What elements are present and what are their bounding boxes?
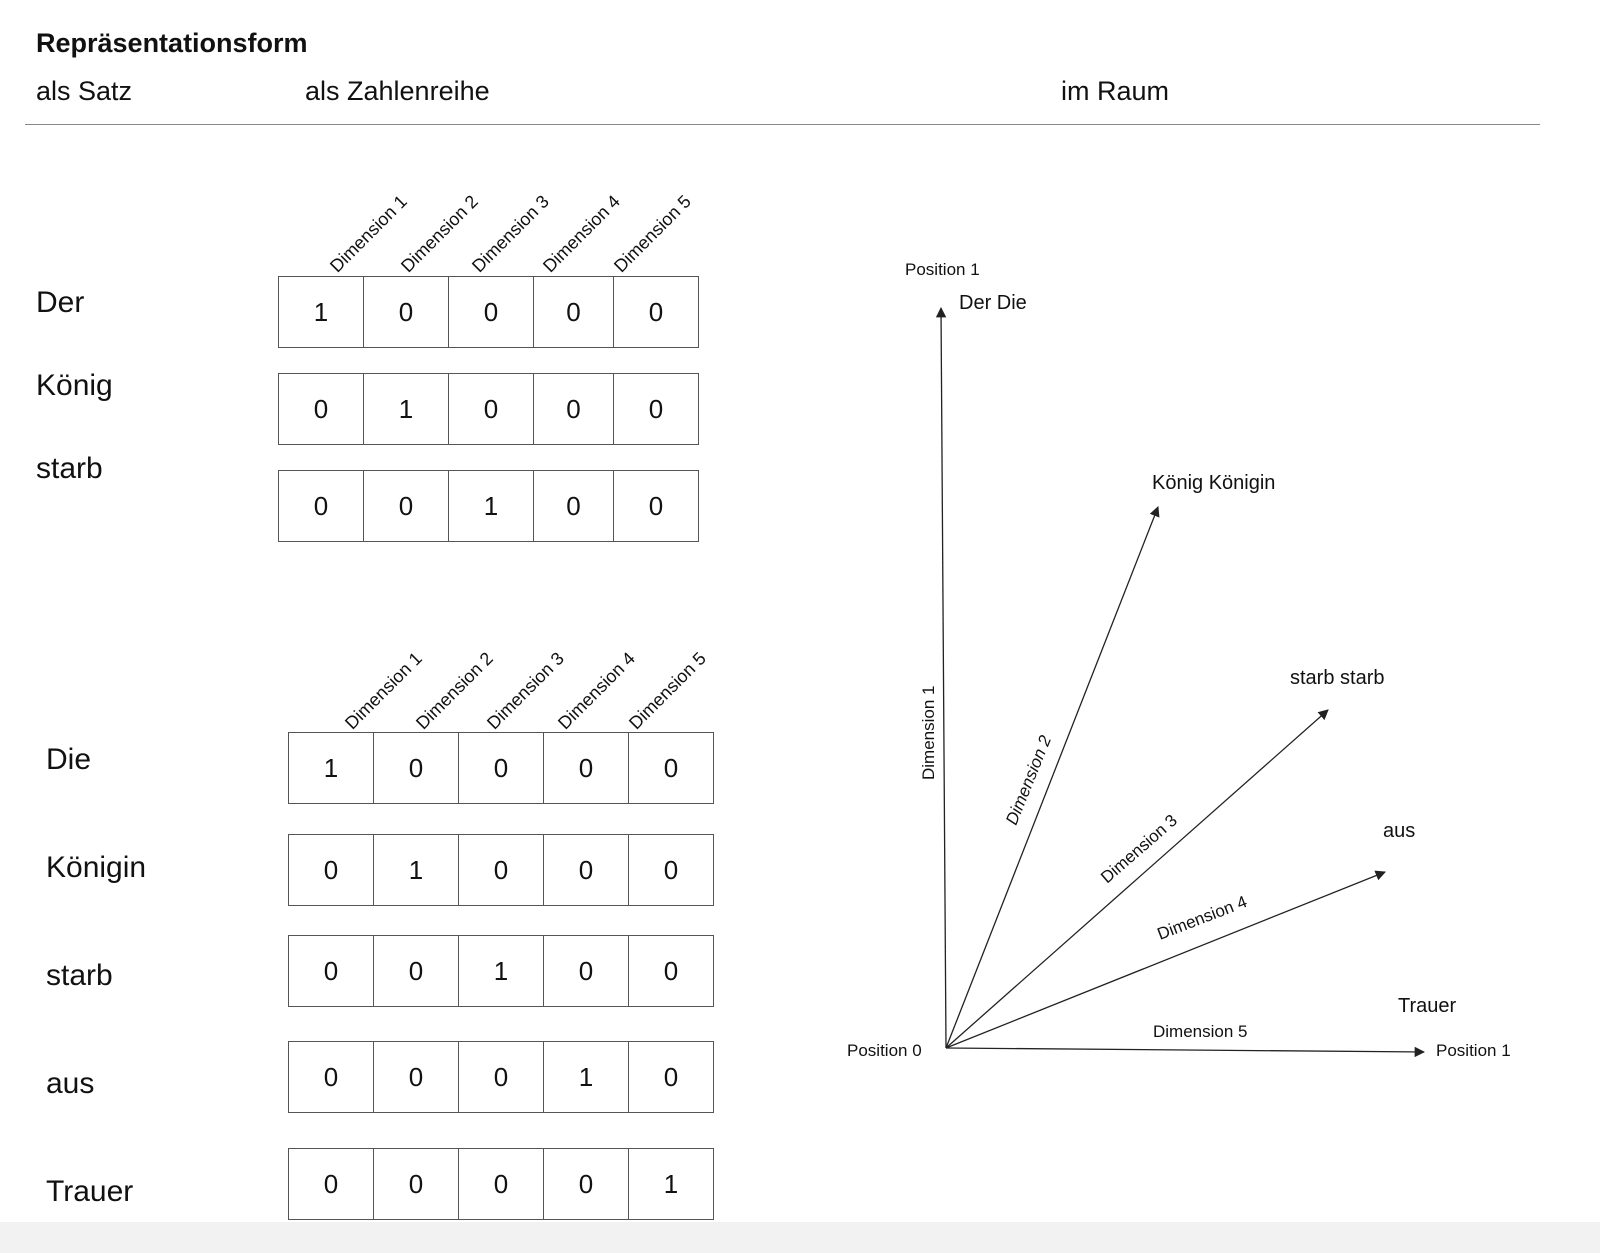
vector-cell: 0 bbox=[628, 1041, 714, 1113]
vector-cell: 0 bbox=[373, 1041, 459, 1113]
vector-cell: 0 bbox=[373, 1148, 459, 1220]
vector-cell: 1 bbox=[628, 1148, 714, 1220]
vector-arrow-dim1 bbox=[935, 306, 947, 1049]
vector-cell: 0 bbox=[373, 732, 459, 804]
word-label: König bbox=[36, 369, 113, 402]
vector-cell: 0 bbox=[628, 935, 714, 1007]
vector-cell: 0 bbox=[278, 373, 364, 445]
vector-cell: 0 bbox=[613, 373, 699, 445]
vector-cell: 0 bbox=[373, 935, 459, 1007]
vector-cell: 0 bbox=[448, 373, 534, 445]
vector-cell: 0 bbox=[628, 834, 714, 906]
word-label: Königin bbox=[46, 851, 147, 884]
word-label: Der bbox=[36, 286, 85, 319]
bottom-strip bbox=[0, 1222, 1600, 1253]
vector-cell: 1 bbox=[288, 732, 374, 804]
column-header-sentence: als Satz bbox=[36, 76, 133, 106]
vector-dim-label-4: Dimension 4 bbox=[1155, 892, 1250, 944]
axis-end-label-x: Position 1 bbox=[1436, 1041, 1511, 1060]
vector-cell: 0 bbox=[363, 276, 449, 348]
vector-cell: 0 bbox=[533, 276, 614, 348]
vector-cell: 0 bbox=[533, 470, 614, 542]
vector-arrow-dim5 bbox=[945, 1046, 1426, 1058]
vector-cell: 0 bbox=[458, 1041, 544, 1113]
word-label: Trauer bbox=[46, 1175, 134, 1208]
vector-cell: 0 bbox=[458, 834, 544, 906]
vector-cell: 0 bbox=[458, 732, 544, 804]
vector-dim-label-1: Dimension 1 bbox=[919, 686, 938, 781]
word-label: starb bbox=[36, 452, 103, 485]
vector-cell: 0 bbox=[543, 732, 629, 804]
word-label: Die bbox=[46, 743, 92, 776]
vector-cell: 0 bbox=[363, 470, 449, 542]
word-label: starb bbox=[46, 959, 113, 992]
vector-cell: 0 bbox=[543, 1148, 629, 1220]
vector-cell: 0 bbox=[288, 834, 374, 906]
vector-cell: 0 bbox=[288, 1148, 374, 1220]
vector-cell: 1 bbox=[363, 373, 449, 445]
vector-cell: 0 bbox=[613, 470, 699, 542]
origin-label: Position 0 bbox=[847, 1041, 922, 1060]
header-divider bbox=[25, 124, 1540, 125]
vector-dim-label-5: Dimension 5 bbox=[1153, 1022, 1248, 1041]
vector-cell: 1 bbox=[448, 470, 534, 542]
vector-arrow-dim2 bbox=[945, 506, 1160, 1049]
page-title: Repräsentationsform bbox=[36, 28, 308, 58]
word-label: aus bbox=[46, 1067, 95, 1100]
vector-words-dim5: Trauer bbox=[1398, 995, 1457, 1017]
vector-words-dim4: aus bbox=[1383, 820, 1415, 842]
vector-cell: 0 bbox=[628, 732, 714, 804]
vector-cell: 0 bbox=[278, 470, 364, 542]
vector-cell: 1 bbox=[373, 834, 459, 906]
vector-arrow-dim3 bbox=[945, 709, 1329, 1049]
vector-words-dim2: König Königin bbox=[1152, 472, 1275, 494]
vector-words-dim1: Der Die bbox=[959, 292, 1027, 314]
axis-end-label-y: Position 1 bbox=[905, 260, 980, 279]
vector-cell: 0 bbox=[543, 834, 629, 906]
vector-cell: 0 bbox=[543, 935, 629, 1007]
vector-cell: 0 bbox=[448, 276, 534, 348]
vector-cell: 0 bbox=[288, 1041, 374, 1113]
column-header-space: im Raum bbox=[1061, 76, 1170, 106]
vector-dim-label-2: Dimension 2 bbox=[1002, 732, 1055, 827]
column-header-numbers: als Zahlenreihe bbox=[305, 76, 490, 106]
vector-arrow-dim4 bbox=[945, 870, 1386, 1049]
vector-cell: 0 bbox=[533, 373, 614, 445]
vector-cell: 0 bbox=[458, 1148, 544, 1220]
vector-cell: 0 bbox=[288, 935, 374, 1007]
vector-dim-label-3: Dimension 3 bbox=[1097, 811, 1181, 887]
vector-cell: 1 bbox=[543, 1041, 629, 1113]
vector-cell: 1 bbox=[278, 276, 364, 348]
vector-words-dim3: starb starb bbox=[1290, 667, 1384, 689]
vector-cell: 0 bbox=[613, 276, 699, 348]
